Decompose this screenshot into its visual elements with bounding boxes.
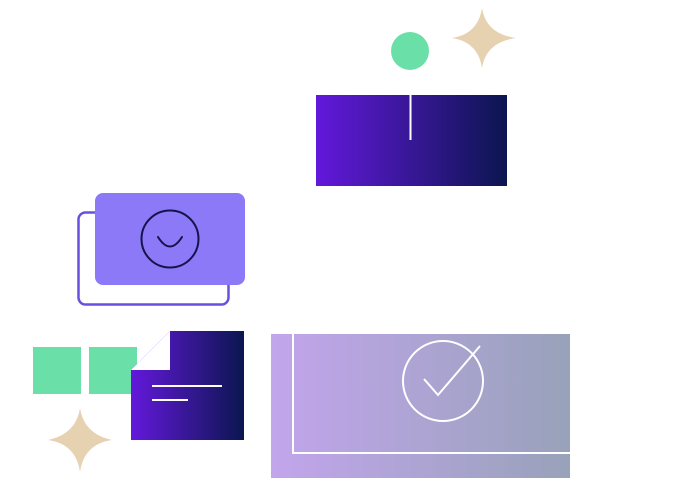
sparkle-icon — [452, 8, 516, 68]
sparkle-icon — [48, 408, 112, 472]
check-panel — [271, 334, 570, 478]
smiley-card — [77, 193, 245, 306]
green-square-left — [33, 347, 81, 394]
checkmark-circle-icon — [402, 340, 484, 422]
green-square-right — [89, 347, 137, 394]
document-icon — [131, 331, 244, 440]
circle-icon — [391, 32, 429, 70]
smiley-face-icon — [140, 209, 200, 269]
gradient-panel-top — [316, 95, 507, 186]
